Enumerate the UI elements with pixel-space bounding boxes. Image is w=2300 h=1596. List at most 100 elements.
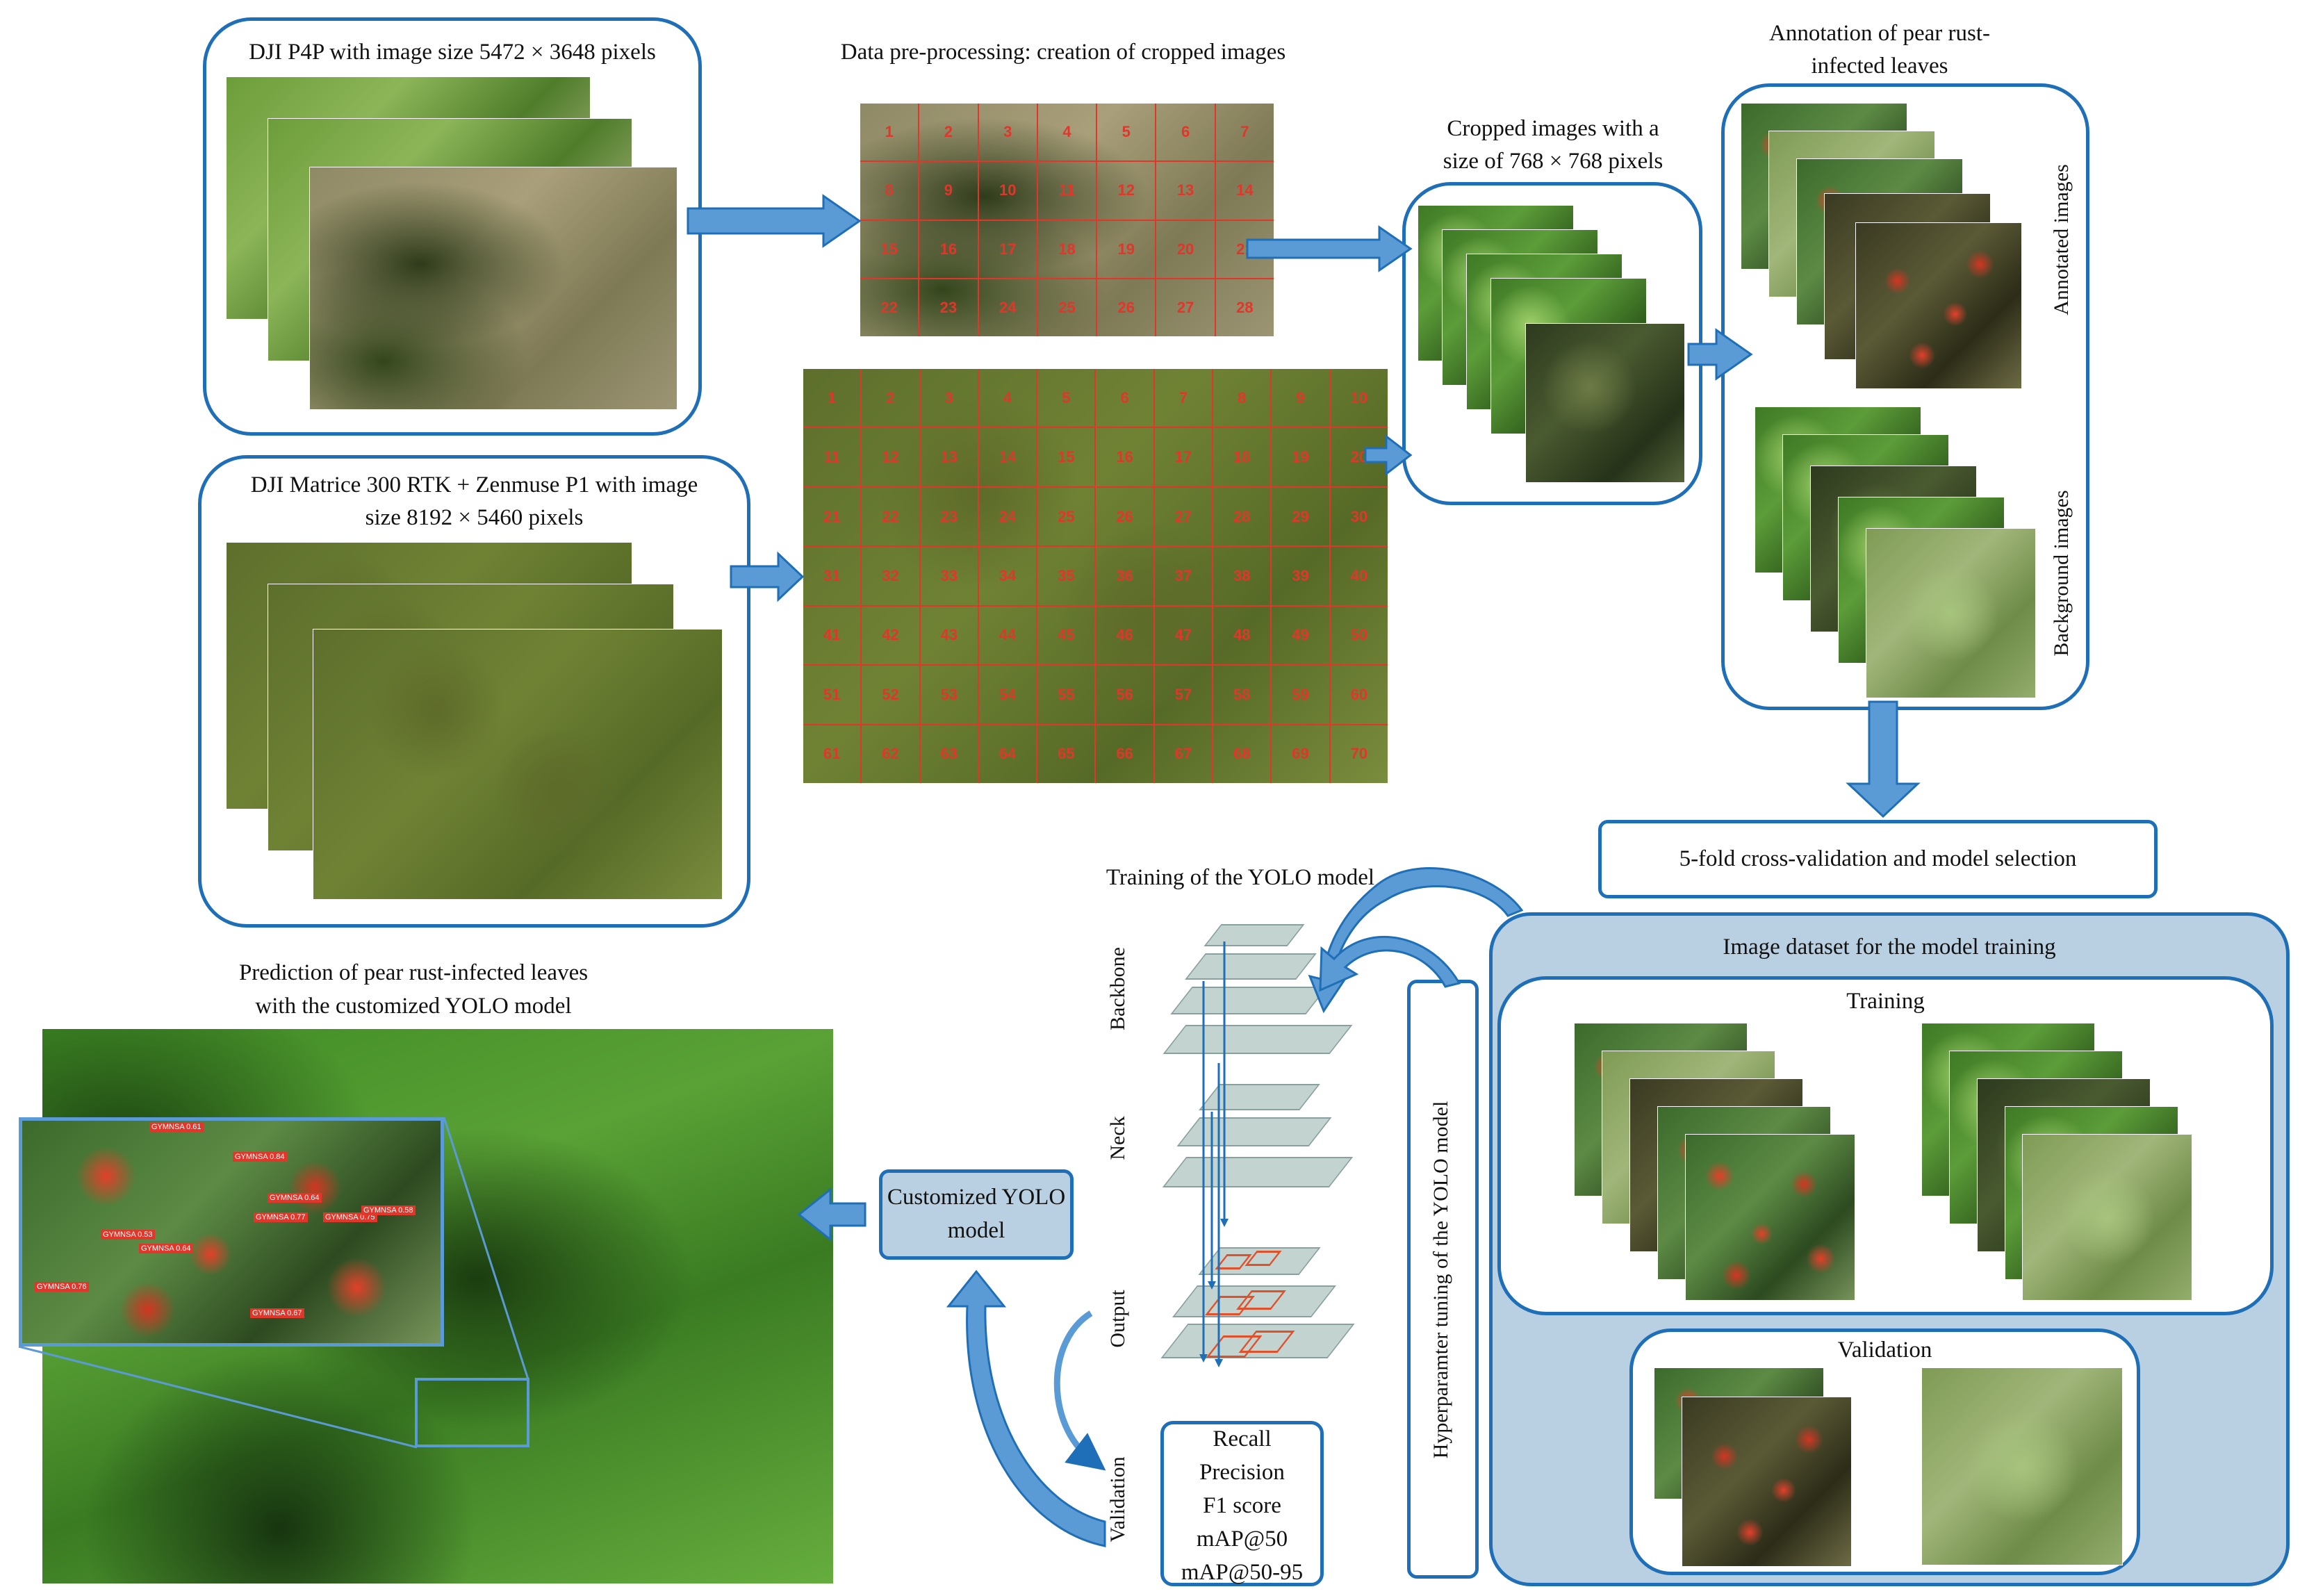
grid-cell: 17 [978,220,1038,279]
annotation-title-line2: infected leaves [1811,54,1948,79]
detection-3: GYMNSA 0.64 [268,1193,322,1203]
customized-line1: Customized YOLO [887,1185,1066,1210]
grid-cell: 18 [1037,220,1098,279]
metric-map50-95: mAP@50-95 [1181,1560,1304,1585]
grid-cell: 19 [1272,428,1331,488]
grid-cell: 69 [1272,725,1331,783]
grid-cell: 25 [1037,487,1096,548]
grid-cell: 52 [862,666,921,725]
grid-cell: 2 [862,369,921,429]
grid-cell: 6 [1156,104,1216,163]
grid-cell: 26 [1096,487,1155,548]
grid-cell: 4 [978,369,1038,429]
cross-validation-label: 5-fold cross-validation and model select… [1679,846,2077,871]
grid-cell: 24 [978,487,1038,548]
grid-cell: 14 [1215,162,1274,221]
grid-cell: 1 [803,369,862,429]
metric-f1: F1 score [1203,1493,1281,1518]
prediction-title-line1: Prediction of pear rust-infected leaves [238,960,589,985]
detection-9: GYMNSA 0.76 [35,1282,89,1292]
hyperparam-box [1407,980,1479,1579]
grid-cell: 3 [978,104,1038,163]
grid-cell: 29 [1272,487,1331,548]
grid-cell: 45 [1037,606,1096,666]
grid-cell: 38 [1213,547,1272,607]
grid-cell: 13 [920,428,979,488]
validation-label: Validation [1837,1338,1932,1363]
grid-cell: 25 [1037,279,1098,336]
grid-cell: 35 [1037,547,1096,607]
grid-cell: 61 [803,725,862,783]
p4p-label: DJI P4P with image size 5472 × 3648 pixe… [249,40,656,65]
preprocessing-title: Data pre-processing: creation of cropped… [840,40,1286,65]
grid-cell: 5 [1037,369,1096,429]
background-image-5 [1866,528,2036,698]
m300-image-3 [313,629,723,900]
arrow-m300-to-grid [730,551,805,602]
grid-cell: 46 [1096,606,1155,666]
grid-cell: 12 [1097,162,1157,221]
arrow-largegrid-to-cropped [1364,434,1413,477]
grid-cell: 26 [1097,279,1157,336]
grid-cell: 1 [860,104,920,163]
grid-cell: 19 [1097,220,1157,279]
cropped-image-5 [1525,323,1685,483]
dataset-title: Image dataset for the model training [1723,935,2056,960]
grid-cell: 7 [1215,104,1274,163]
grid-cell: 59 [1272,666,1331,725]
grid-cell: 7 [1154,369,1214,429]
validation-background-1 [1921,1367,2123,1565]
grid-cell: 10 [978,162,1038,221]
grid-cell: 15 [1037,428,1096,488]
grid-cell: 32 [862,547,921,607]
grid-cell: 56 [1096,666,1155,725]
grid-cell: 49 [1272,606,1331,666]
grid-cell: 27 [1156,279,1216,336]
grid-cell: 24 [978,279,1038,336]
grid-cell: 65 [1037,725,1096,783]
validation-annotated-2 [1682,1397,1852,1567]
grid-cell: 11 [1037,162,1098,221]
arrow-annotation-to-crossval [1846,700,1921,818]
grid-cell: 9 [919,162,979,221]
detection-2: GYMNSA 0.84 [233,1152,287,1162]
cross-validation-box [1598,820,2158,898]
grid-cell: 64 [978,725,1038,783]
grid-cell: 3 [920,369,979,429]
detection-10: GYMNSA 0.67 [250,1308,304,1318]
p4p-image-3 [309,167,677,410]
cropped-label-line1: Cropped images with a [1447,116,1659,141]
grid-cell: 36 [1096,547,1155,607]
grid-cell: 53 [920,666,979,725]
grid-cell: 28 [1215,279,1274,336]
detection-8: GYMNSA 0.64 [139,1244,193,1253]
yolo-title: Training of the YOLO model [1106,865,1375,890]
grid-cell: 8 [1213,369,1272,429]
training-label: Training [1846,989,1925,1014]
grid-cell: 11 [803,428,862,488]
grid-cell: 4 [1037,104,1098,163]
grid-cell: 27 [1154,487,1214,548]
grid-cell: 58 [1213,666,1272,725]
grid-cell: 9 [1272,369,1331,429]
m300-label-line1: DJI Matrice 300 RTK + Zenmuse P1 with im… [250,472,698,497]
grid-cell: 13 [1156,162,1216,221]
metric-recall: Recall [1213,1426,1272,1451]
grid-cell: 23 [920,487,979,548]
grid-cell: 68 [1213,725,1272,783]
grid-cell: 12 [862,428,921,488]
cropped-label-line2: size of 768 × 768 pixels [1443,149,1664,174]
grid-cell: 16 [919,220,979,279]
grid-cell: 51 [803,666,862,725]
grid-cell: 55 [1037,666,1096,725]
grid-cell: 22 [860,279,920,336]
grid-cell: 22 [862,487,921,548]
grid-cell: 16 [1096,428,1155,488]
grid-cell: 14 [978,428,1038,488]
grid-cell: 2 [919,104,979,163]
detection-6: GYMNSA 0.58 [361,1206,416,1215]
grid-cell: 62 [862,725,921,783]
grid-cell: 15 [860,220,920,279]
